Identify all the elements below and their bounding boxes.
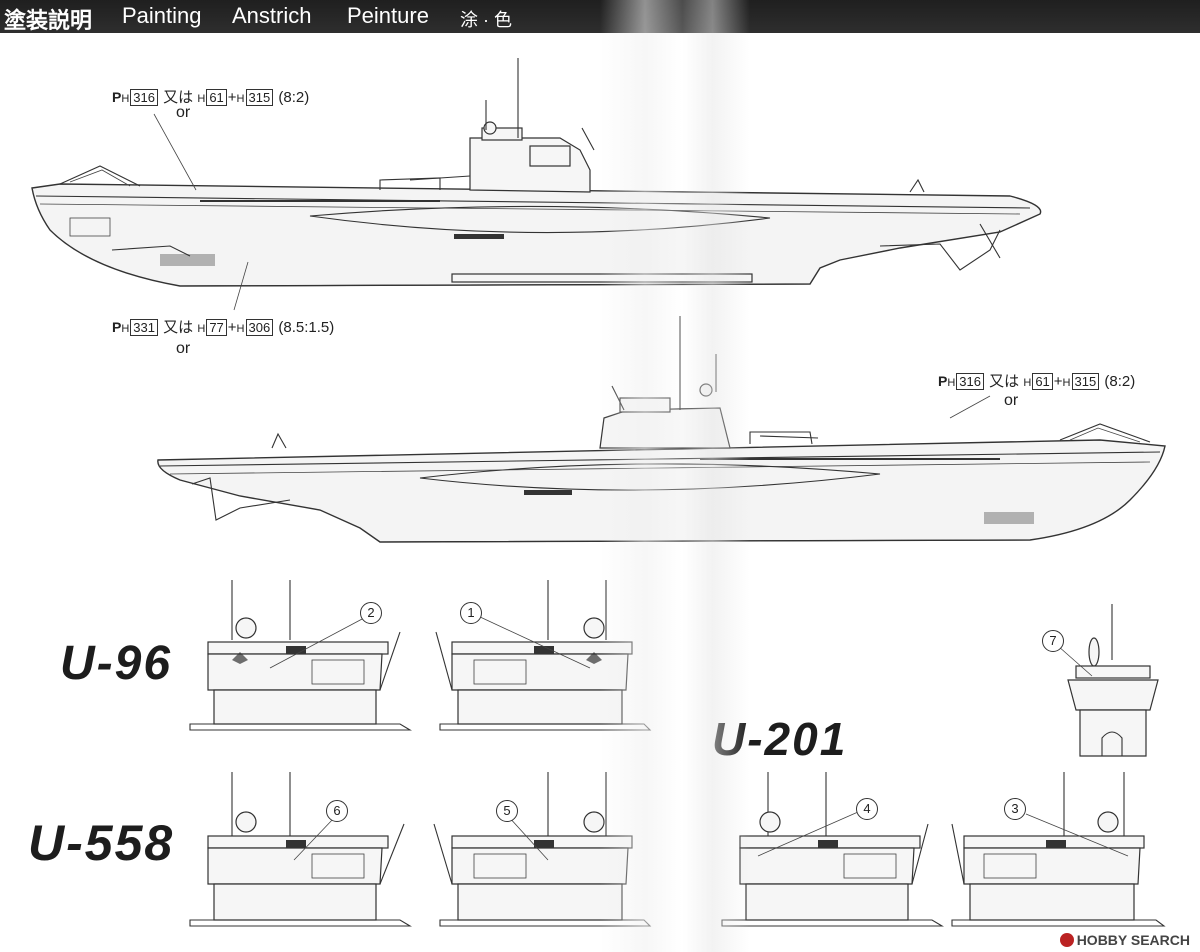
title-french: Peinture	[347, 3, 429, 28]
title-german: Anstrich	[232, 3, 312, 28]
paint-h-prefix: H	[236, 323, 245, 335]
paint-h-prefix: H	[236, 93, 245, 105]
paint-code: 315	[245, 89, 274, 106]
paint-or-ja: 又は	[989, 373, 1020, 390]
tower-u96-left	[189, 580, 412, 731]
paint-h-prefix: H	[121, 323, 130, 335]
paint-h-prefix: H	[1023, 377, 1032, 389]
marker-1: 1	[460, 602, 482, 624]
or-label: or	[176, 104, 191, 121]
paint-or-ja: 又は	[163, 319, 194, 336]
paint-ratio: (8:2)	[1104, 373, 1136, 390]
or-label: or	[1004, 392, 1019, 409]
paint-plus: +	[227, 319, 237, 336]
paint-or-ja: 又は	[163, 89, 194, 106]
title-chinese: 涂 · 色	[460, 10, 512, 30]
unit-label-u96: U-96	[60, 637, 173, 690]
unit-label-u201: U-201	[712, 713, 848, 765]
marker-2: 2	[360, 602, 382, 624]
paint-prefix: P	[112, 89, 122, 105]
paint-code: 315	[1071, 373, 1100, 390]
paint-code: 331	[130, 319, 158, 336]
paint-code: 61	[206, 89, 227, 106]
paint-code: 316	[130, 89, 158, 106]
paint-code: 77	[206, 319, 227, 336]
watermark: HOBBY SEARCH	[1059, 932, 1190, 948]
paint-code: 61	[1032, 373, 1053, 390]
marker-4: 4	[856, 798, 878, 820]
tower-u201-left	[721, 772, 944, 927]
tower-u96-right	[435, 580, 652, 731]
marker-5: 5	[496, 800, 518, 822]
paint-ratio: (8.5:1.5)	[278, 319, 335, 336]
marker-6: 6	[326, 800, 348, 822]
unit-label-u558: U-558	[28, 815, 175, 871]
tower-u201-right	[951, 772, 1166, 927]
title-english: Painting	[122, 3, 202, 28]
tower-u201-front	[1057, 604, 1159, 757]
or-label: or	[176, 340, 191, 357]
hobby-search-logo-icon	[1059, 933, 1074, 947]
title-japanese: 塗装説明	[4, 8, 93, 33]
paint-plus: +	[1053, 373, 1063, 390]
paint-code: 316	[956, 373, 984, 390]
tower-u558-right	[433, 772, 652, 927]
paint-h-prefix: H	[1062, 377, 1071, 389]
paint-ratio: (8:2)	[278, 89, 310, 106]
paint-plus: +	[227, 89, 237, 106]
watermark-text: HOBBY SEARCH	[1076, 932, 1190, 948]
submarine-lower-profile	[157, 316, 1166, 543]
marker-3: 3	[1004, 798, 1026, 820]
paint-h-prefix: H	[197, 93, 206, 105]
paint-h-prefix: H	[947, 377, 956, 389]
paint-h-prefix: H	[121, 93, 130, 105]
marker-7: 7	[1042, 630, 1064, 652]
paint-prefix: P	[938, 373, 948, 389]
paint-prefix: P	[112, 319, 122, 335]
paint-code: 306	[245, 319, 274, 336]
paint-h-prefix: H	[197, 323, 206, 335]
tower-u558-left	[189, 772, 412, 927]
